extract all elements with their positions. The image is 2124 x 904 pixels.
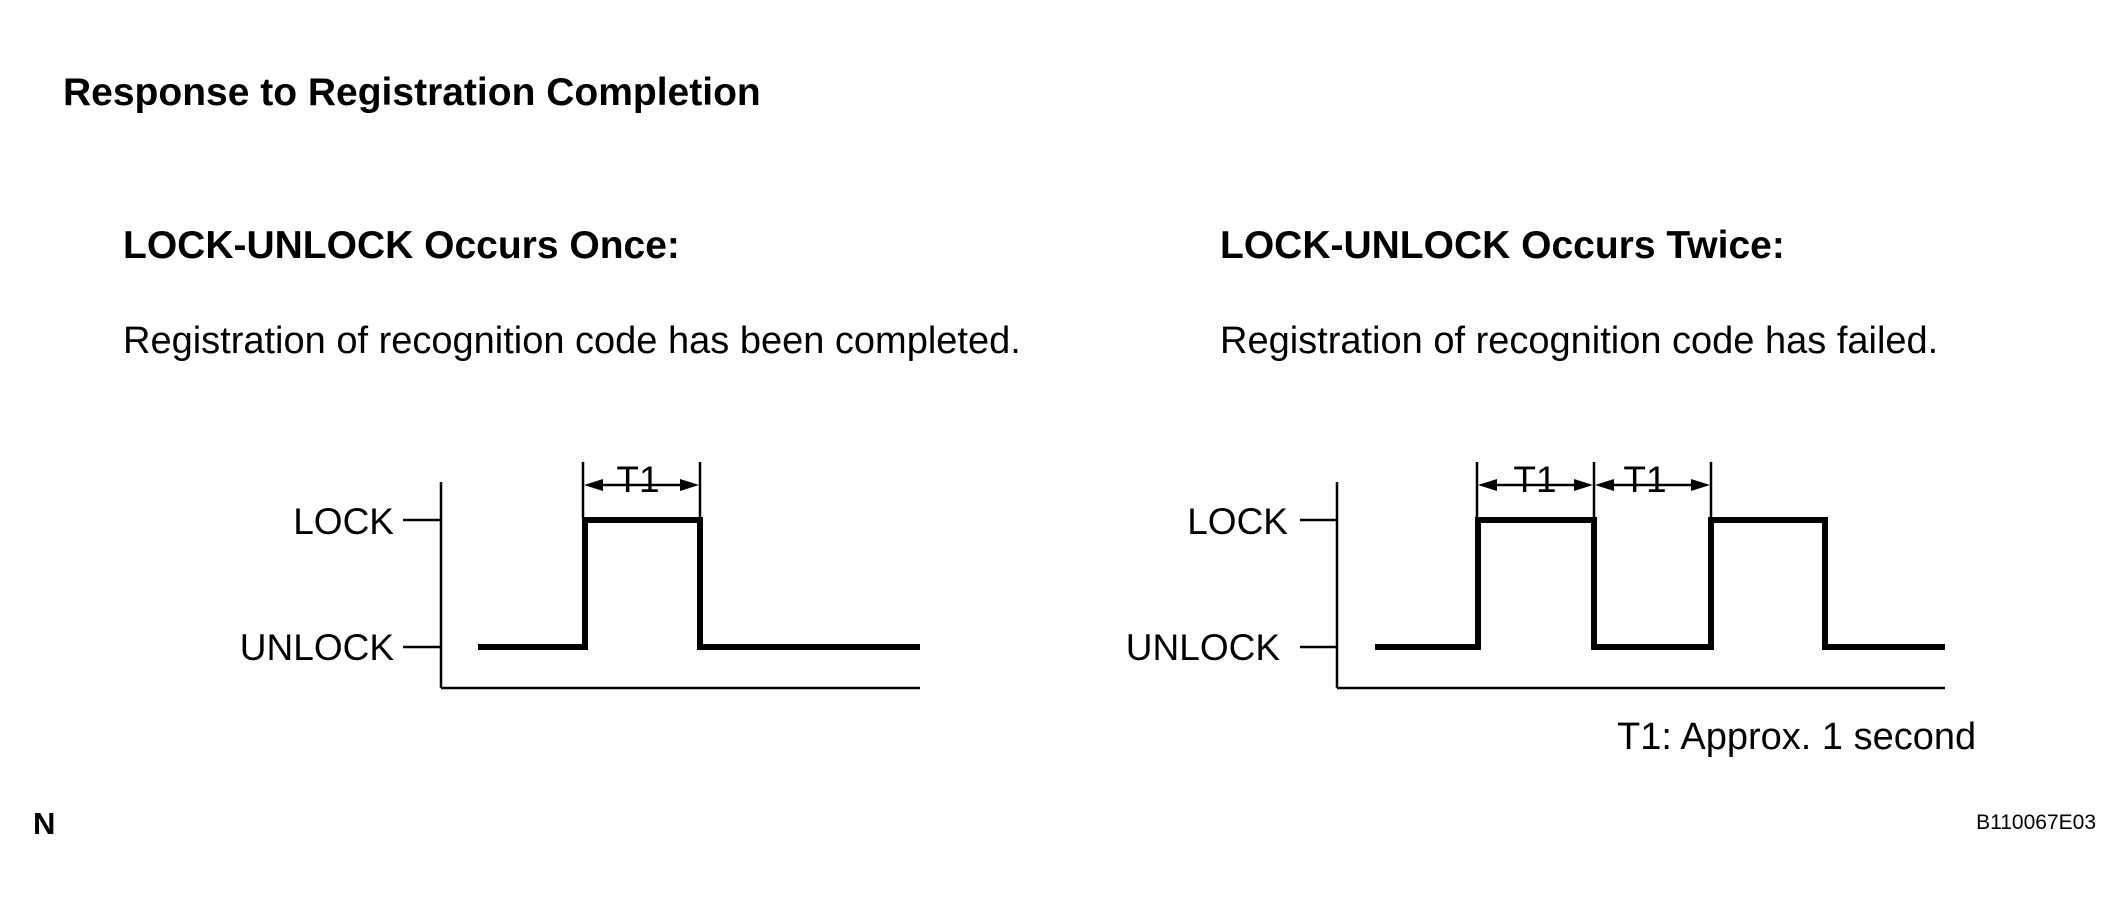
t1-arrow-second-left [1595, 479, 1614, 491]
lock-level-label: LOCK [1187, 501, 1288, 542]
signal-waveform [1375, 517, 1945, 650]
figure-id: B110067E03 [1976, 811, 2096, 834]
timing-diagram-twice: T1 T1 LOCK UNLOCK [1126, 459, 1945, 690]
t1-arrow-first-right [1574, 479, 1593, 491]
corner-letter: N [33, 806, 56, 841]
panel-twice-heading: LOCK-UNLOCK Occurs Twice: [1220, 224, 1785, 267]
timing-diagram-once: T1 LOCK UNLOCK [240, 459, 920, 690]
t1-arrow-left [584, 479, 603, 491]
unlock-level-label: UNLOCK [240, 627, 395, 668]
page-title: Response to Registration Completion [63, 71, 761, 114]
t1-arrow-second-right [1691, 479, 1710, 491]
panel-once-description: Registration of recognition code has bee… [123, 320, 1021, 362]
lock-level-label: LOCK [293, 501, 394, 542]
t1-label-first: T1 [1513, 459, 1556, 500]
t1-arrow-first-left [1478, 479, 1497, 491]
panel-once-heading: LOCK-UNLOCK Occurs Once: [123, 224, 680, 267]
panel-twice-description: Registration of recognition code has fai… [1220, 320, 1939, 362]
t1-label-second: T1 [1623, 459, 1666, 500]
t1-note: T1: Approx. 1 second [1617, 716, 1977, 758]
signal-waveform [478, 517, 920, 650]
t1-arrow-right [680, 479, 699, 491]
unlock-level-label: UNLOCK [1126, 627, 1281, 668]
t1-label: T1 [616, 459, 659, 500]
